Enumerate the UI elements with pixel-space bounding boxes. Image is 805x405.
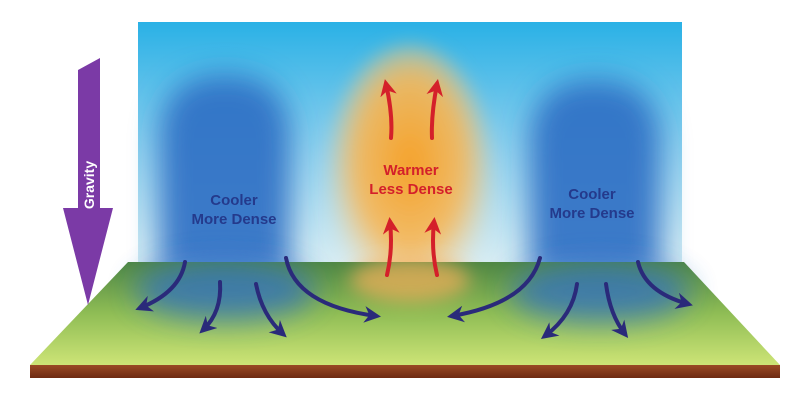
warm-ground-glow	[350, 258, 470, 302]
left-flow-arrow-3	[254, 282, 287, 338]
right-flow-arrow-3	[604, 282, 629, 338]
gravity-label: Gravity	[81, 161, 97, 209]
left-cell-label-line1: Cooler	[210, 192, 258, 209]
warm-air-mass	[328, 45, 492, 305]
left-cool-air-mass	[160, 75, 290, 275]
center-cell-label-line1: Warmer	[383, 162, 438, 179]
rise-arrow-top-left	[380, 79, 397, 140]
right-cell-label-line1: Cooler	[568, 186, 616, 203]
left-flow-arrow-1	[135, 260, 187, 312]
right-flow-arrow-4	[636, 260, 693, 309]
right-flow-arrow-2	[540, 282, 579, 340]
right-cell-label-line2: More Dense	[549, 205, 634, 222]
left-flow-arrow-2	[199, 280, 223, 334]
rise-arrow-bottom-right	[424, 216, 442, 277]
gravity-arrow	[63, 58, 113, 305]
right-cool-air-mass	[530, 80, 660, 275]
right-flow-arrow-1	[447, 256, 542, 323]
center-cell-label-line2: Less Dense	[369, 181, 452, 198]
left-flow-arrow-4	[284, 256, 381, 323]
left-cell-label-line2: More Dense	[191, 211, 276, 228]
ground-edge	[30, 365, 780, 378]
rise-arrow-bottom-left	[382, 216, 400, 277]
rise-arrow-top-right	[426, 79, 444, 140]
